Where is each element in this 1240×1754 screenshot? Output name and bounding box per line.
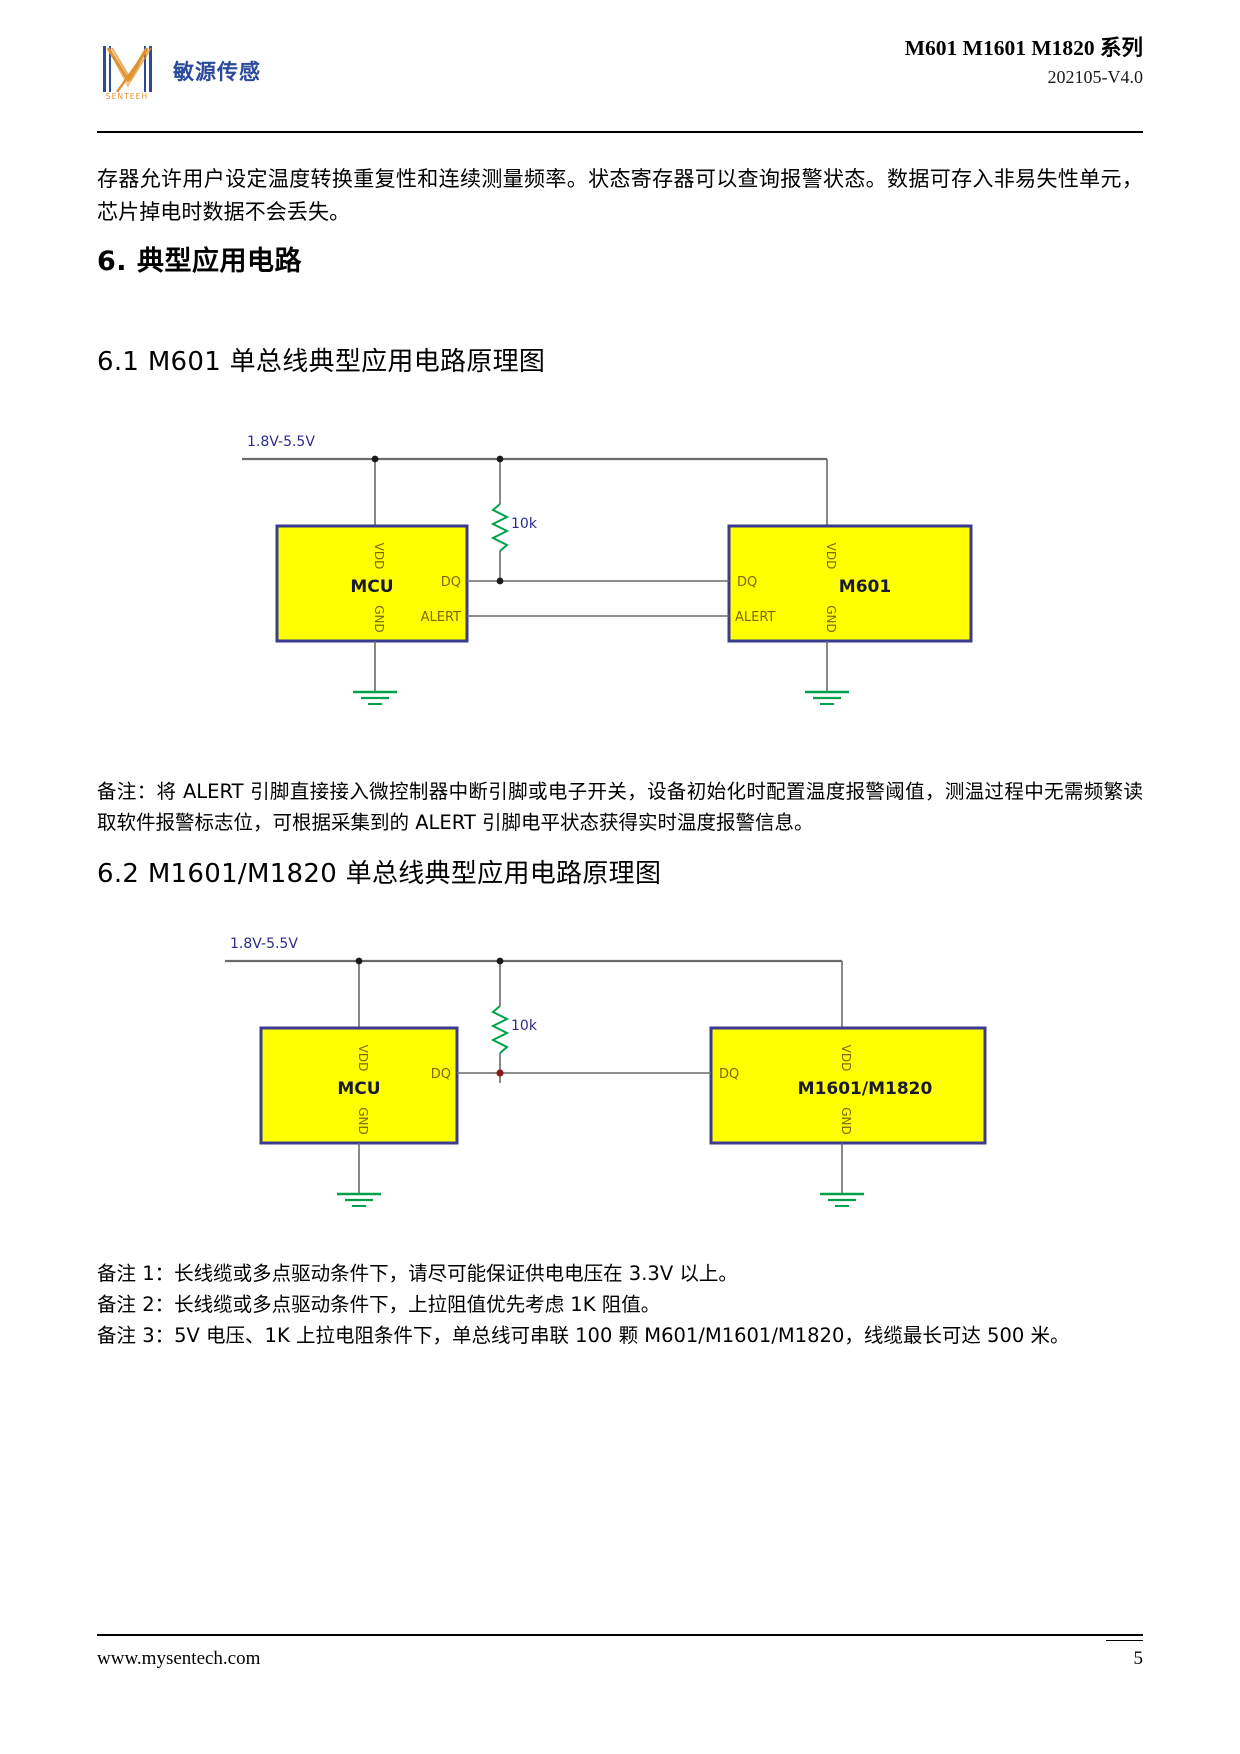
note-section-6-1: 备注：将 ALERT 引脚直接接入微控制器中断引脚或电子开关，设备初始化时配置温… xyxy=(97,779,1143,834)
logo-wordmark: 敏源传感 xyxy=(173,60,261,84)
section-heading-6: 6. 典型应用电路 xyxy=(97,246,302,277)
chip-label-m1601-m1820: M1601/M1820 xyxy=(798,1079,933,1099)
ground-symbol-mcu-2 xyxy=(337,1192,381,1207)
chip-label-mcu-2: MCU xyxy=(337,1079,380,1099)
note-item: 备注 3： 5V 电压、1K 上拉电阻条件下，单总线可串联 100 颗 M601… xyxy=(97,1320,1143,1351)
pin-label-mcu2-vdd: VDD xyxy=(356,1045,370,1072)
logo-mark-icon: SENTEEH xyxy=(97,40,159,102)
section-heading-6-2: 6.2 M1601/M1820 单总线典型应用电路原理图 xyxy=(97,859,662,889)
footer-divider-secondary xyxy=(1106,1640,1143,1641)
svg-text:SENTEEH: SENTEEH xyxy=(106,92,149,101)
note-label: 备注 3： xyxy=(97,1324,175,1347)
pin-label-mcu2-gnd: GND xyxy=(356,1107,370,1135)
chip-label-mcu: MCU xyxy=(350,577,393,597)
schematic-m1601-m1820: 1.8V-5.5V 10k MCU VDD GND DQ M1601/M1820… xyxy=(97,906,1143,1236)
pin-label-m601-dq: DQ xyxy=(737,575,757,590)
section-heading-6-1: 6.1 M601 单总线典型应用电路原理图 xyxy=(97,347,546,377)
pin-label-mcu-dq: DQ xyxy=(441,575,461,590)
chip-body-mcu xyxy=(275,524,469,643)
notes-list-section-6-2: 备注 1： 长线缆或多点驱动条件下，请尽可能保证供电电压在 3.3V 以上。 备… xyxy=(97,1258,1143,1351)
footer-website: www.mysentech.com xyxy=(97,1648,261,1669)
note-text: 长线缆或多点驱动条件下，请尽可能保证供电电压在 3.3V 以上。 xyxy=(174,1262,738,1285)
ground-symbol-m1601 xyxy=(820,1192,864,1207)
header-divider xyxy=(97,131,1143,133)
chip-body-m1601 xyxy=(709,1026,987,1145)
pin-label-m601-gnd: GND xyxy=(824,605,838,633)
pin-label-mcu-vdd: VDD xyxy=(372,543,386,570)
supply-voltage-label: 1.8V-5.5V xyxy=(247,434,315,450)
pin-label-m601-alert: ALERT xyxy=(735,610,775,625)
pin-label-mcu-alert: ALERT xyxy=(421,610,461,625)
ground-symbol-m601 xyxy=(805,690,849,705)
company-logo: SENTEEH 敏源传感 xyxy=(97,40,261,102)
document-title: M601 M1601 M1820 系列 xyxy=(904,36,1143,60)
page-header: SENTEEH 敏源传感 M601 M1601 M1820 系列 202105-… xyxy=(97,34,1143,124)
note-label: 备注 2： xyxy=(97,1293,175,1316)
note-item: 备注 1： 长线缆或多点驱动条件下，请尽可能保证供电电压在 3.3V 以上。 xyxy=(97,1258,1143,1289)
pin-label-m1601-gnd: GND xyxy=(839,1107,853,1135)
pin-label-mcu-gnd: GND xyxy=(372,605,386,633)
chip-body-m601 xyxy=(727,524,973,643)
ground-symbol-mcu xyxy=(353,690,397,705)
chip-label-m601: M601 xyxy=(839,577,891,597)
note-text: 5V 电压、1K 上拉电阻条件下，单总线可串联 100 颗 M601/M1601… xyxy=(174,1324,1070,1347)
supply-voltage-label-2: 1.8V-5.5V xyxy=(230,936,298,952)
pin-label-mcu2-dq: DQ xyxy=(431,1067,451,1082)
footer-divider xyxy=(97,1634,1143,1636)
intro-paragraph: 存器允许用户设定温度转换重复性和连续测量频率。状态寄存器可以查询报警状态。数据可… xyxy=(97,167,1143,224)
document-version: 202105-V4.0 xyxy=(1047,67,1144,88)
footer-page-number: 5 xyxy=(1133,1648,1144,1669)
pin-label-m601-vdd: VDD xyxy=(824,543,838,570)
pullup-resistor-label-2: 10k xyxy=(511,1018,538,1034)
pullup-resistor-label: 10k xyxy=(511,516,538,532)
note-text: 长线缆或多点驱动条件下，上拉阻值优先考虑 1K 阻值。 xyxy=(174,1293,661,1316)
schematic-m601: 1.8V-5.5V 10k MCU VDD GND DQ ALERT M601 … xyxy=(97,404,1143,734)
header-meta: M601 M1601 M1820 系列 202105-V4.0 xyxy=(905,34,1143,90)
pin-label-m1601-vdd: VDD xyxy=(839,1045,853,1072)
pin-label-m1601-dq: DQ xyxy=(719,1067,739,1082)
note-label: 备注 1： xyxy=(97,1262,175,1285)
note-item: 备注 2： 长线缆或多点驱动条件下，上拉阻值优先考虑 1K 阻值。 xyxy=(97,1289,1143,1320)
